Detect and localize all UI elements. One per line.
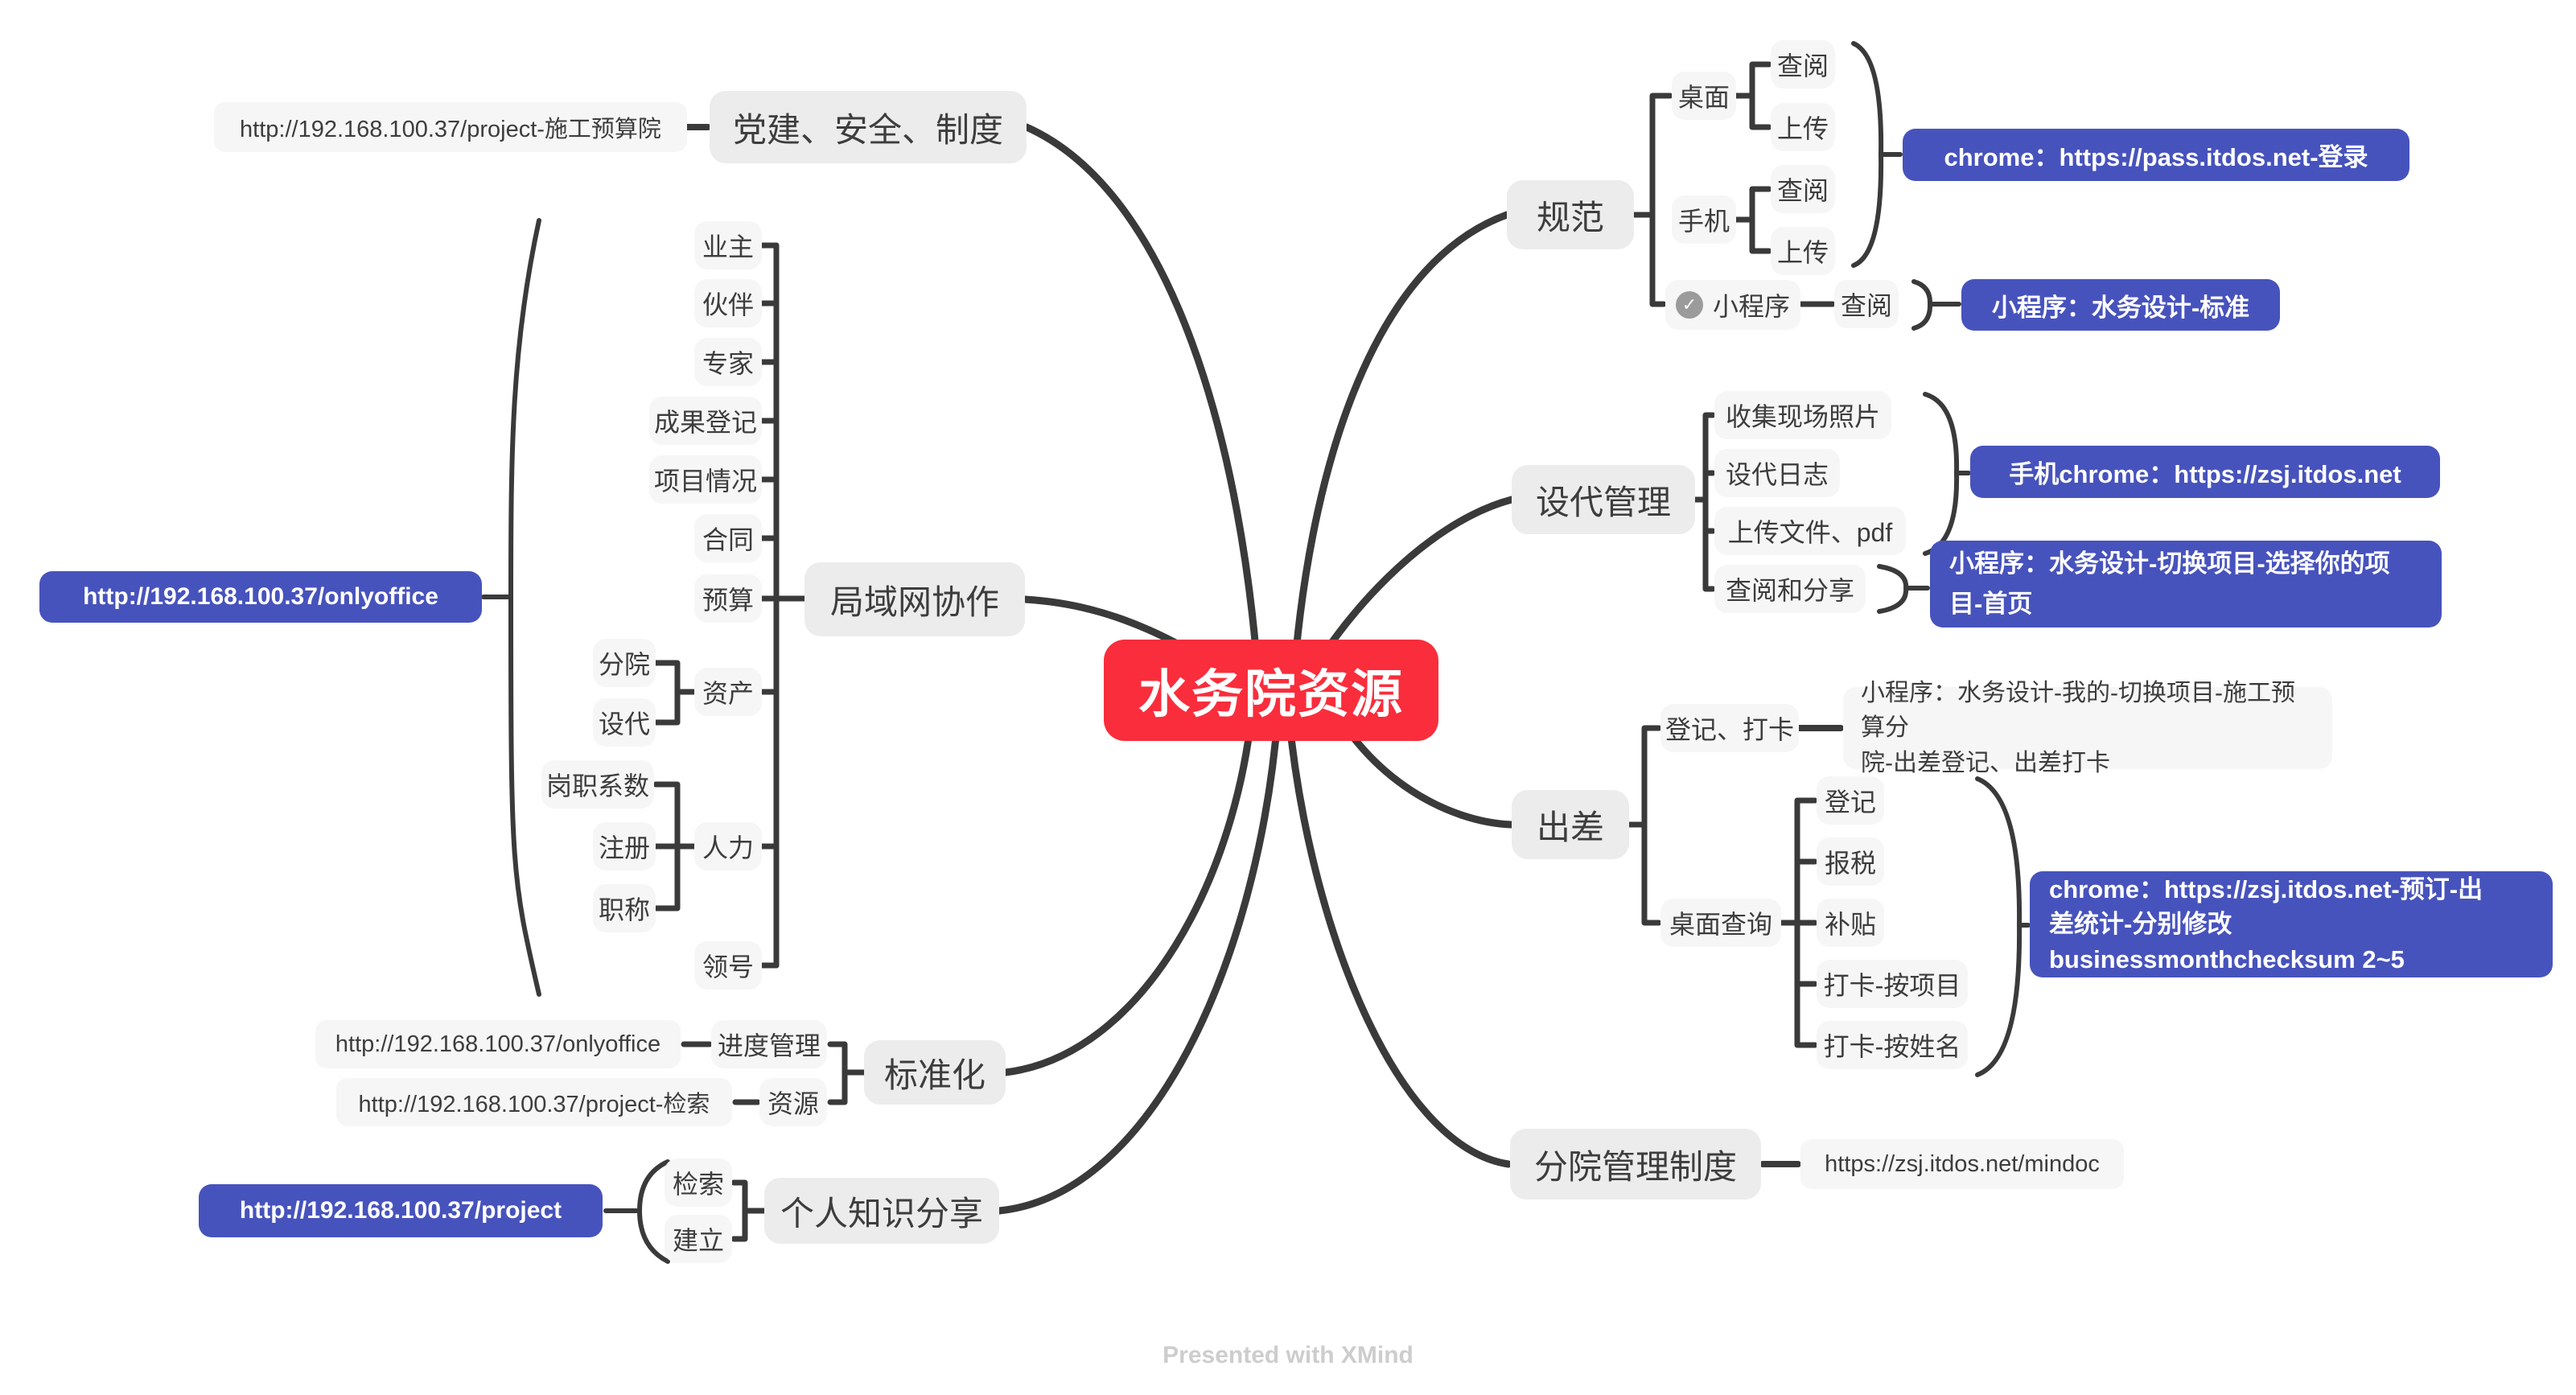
standard-progress-url-chip[interactable]: http://192.168.100.37/onlyoffice (315, 1020, 681, 1068)
spec-desktop-upload[interactable]: 上传 (1771, 103, 1835, 151)
asset-child-shedai[interactable]: 设代 (593, 698, 656, 747)
shedai-miniapp-callout[interactable]: 小程序：水务设计-切换项目-选择你的项 目-首页 (1930, 541, 2442, 628)
spec-miniapp[interactable]: ✓ 小程序 (1665, 280, 1800, 330)
trip-chrome-callout[interactable]: chrome：https://zsj.itdos.net-预订-出 差统计-分别… (2030, 871, 2553, 977)
standard-resource[interactable]: 资源 (759, 1078, 827, 1126)
lan-item-number[interactable]: 领号 (694, 941, 762, 990)
standard-progress[interactable]: 进度管理 (711, 1020, 827, 1068)
spec-mobile[interactable]: 手机 (1672, 195, 1736, 244)
central-topic[interactable]: 水务院资源 (1104, 640, 1438, 741)
topic-standard[interactable]: 标准化 (864, 1040, 1006, 1105)
curve-standard (1002, 692, 1257, 1076)
lan-item-expert[interactable]: 专家 (694, 338, 762, 386)
spec-miniapp-callout[interactable]: 小程序：水务设计-标准 (1961, 279, 2280, 331)
curve-rules (1283, 692, 1512, 1168)
knowledge-search[interactable]: 检索 (665, 1158, 732, 1207)
trip-query-tax[interactable]: 报税 (1817, 837, 1884, 886)
topic-trip[interactable]: 出差 (1512, 790, 1629, 859)
topic-lan[interactable]: 局域网协作 (804, 562, 1025, 636)
curve-spec (1289, 211, 1511, 694)
lan-item-contract[interactable]: 合同 (694, 514, 762, 562)
spec-mobile-view[interactable]: 查阅 (1771, 165, 1835, 213)
rules-url-chip[interactable]: https://zsj.itdos.net/mindoc (1800, 1139, 2124, 1189)
topic-rules[interactable]: 分院管理制度 (1510, 1129, 1761, 1200)
lan-item-budget[interactable]: 预算 (694, 574, 762, 623)
xmind-watermark: Presented with XMind (1162, 1342, 1414, 1368)
lan-url-callout[interactable]: http://192.168.100.37/onlyoffice (39, 571, 482, 623)
spec-chrome-callout[interactable]: chrome：https://pass.itdos.net-登录 (1903, 129, 2409, 181)
topic-knowledge[interactable]: 个人知识分享 (764, 1178, 999, 1244)
spec-miniapp-view[interactable]: 查阅 (1834, 280, 1899, 328)
trip-query-subsidy[interactable]: 补贴 (1817, 899, 1884, 947)
shedai-chrome-callout[interactable]: 手机chrome：https://zsj.itdos.net (1970, 446, 2440, 498)
curve-party (1023, 123, 1263, 694)
knowledge-create[interactable]: 建立 (665, 1215, 732, 1263)
knowledge-url-callout[interactable]: http://192.168.100.37/project (199, 1184, 603, 1237)
lan-item-hr[interactable]: 人力 (694, 822, 762, 870)
hr-child-coefficient[interactable]: 岗职系数 (541, 760, 654, 809)
hr-child-title[interactable]: 职称 (593, 884, 656, 932)
spec-mobile-upload[interactable]: 上传 (1771, 227, 1835, 275)
shedai-photos[interactable]: 收集现场照片 (1714, 391, 1891, 439)
shedai-upload-pdf[interactable]: 上传文件、pdf (1714, 507, 1906, 555)
topic-party[interactable]: 党建、安全、制度 (710, 91, 1027, 163)
check-circle-icon: ✓ (1675, 291, 1703, 319)
trip-query-punch-project[interactable]: 打卡-按项目 (1817, 960, 1968, 1008)
lan-item-partner[interactable]: 伙伴 (694, 279, 762, 327)
topic-shedai[interactable]: 设代管理 (1512, 465, 1695, 534)
lan-item-owner[interactable]: 业主 (694, 221, 762, 270)
party-url-chip[interactable]: http://192.168.100.37/project-施工预算院 (214, 102, 687, 152)
spec-miniapp-label: 小程序 (1712, 292, 1790, 321)
lan-item-achievement[interactable]: 成果登记 (649, 397, 762, 445)
shedai-log[interactable]: 设代日志 (1714, 449, 1840, 497)
trip-desktop-query[interactable]: 桌面查询 (1660, 899, 1781, 947)
lan-item-project-status[interactable]: 项目情况 (649, 455, 762, 504)
shedai-view-share[interactable]: 查阅和分享 (1714, 565, 1866, 613)
spec-desktop[interactable]: 桌面 (1672, 72, 1736, 120)
trip-register[interactable]: 登记、打卡 (1660, 704, 1799, 752)
hr-child-register[interactable]: 注册 (593, 822, 656, 870)
trip-register-note[interactable]: 小程序：水务设计-我的-切换项目-施工预算分 院-出差登记、出差打卡 (1843, 680, 2332, 776)
standard-resource-url-chip[interactable]: http://192.168.100.37/project-检索 (336, 1078, 732, 1126)
spec-desktop-view[interactable]: 查阅 (1771, 40, 1835, 88)
curve-knowledge (995, 692, 1283, 1215)
topic-spec[interactable]: 规范 (1507, 180, 1634, 249)
trip-query-punch-name[interactable]: 打卡-按姓名 (1817, 1021, 1968, 1069)
trip-query-register[interactable]: 登记 (1817, 776, 1884, 825)
lan-item-asset[interactable]: 资产 (694, 668, 762, 716)
asset-child-branch[interactable]: 分院 (593, 639, 656, 687)
